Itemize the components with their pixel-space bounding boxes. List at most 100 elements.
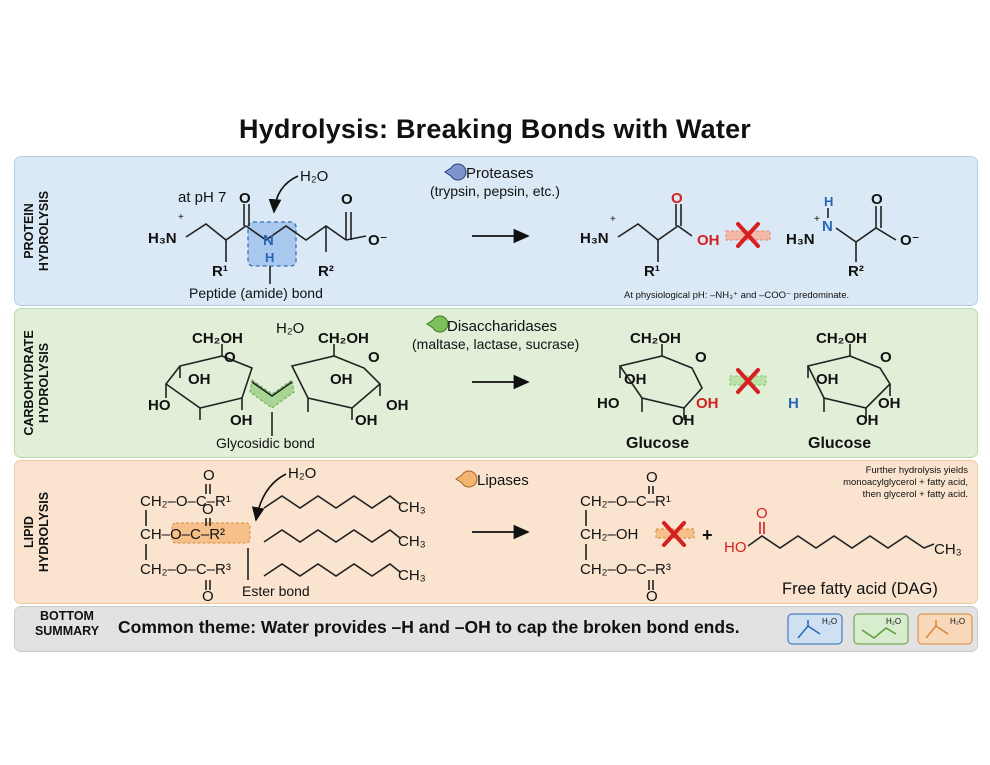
disaccharidase-enzyme: Disaccharidases (maltase, lactase, sucra…	[412, 315, 579, 352]
acid-oxygen: O	[871, 191, 883, 208]
hydroxyl-group: OH	[697, 232, 720, 249]
hydroxyl-group: OH	[878, 395, 901, 412]
ester-bond-label: Ester bond	[242, 583, 310, 599]
carb-summary-icon	[853, 613, 909, 645]
protein-reactant: + H₃N at pH 7 O N H O O⁻ R¹ R² Peptide (…	[148, 168, 388, 301]
disaccharidase-examples: (maltase, lactase, sucrase)	[412, 336, 579, 352]
hydroxyl-group: OH	[816, 371, 839, 388]
glycosidic-bond-label: Glycosidic bond	[216, 435, 315, 451]
glycerol-carbon-2: CH₂–OH	[580, 526, 638, 543]
physiological-ph-note: At physiological pH: –NH₃⁺ and –COO⁻ pre…	[624, 290, 849, 301]
amide-nitrogen: N	[263, 232, 274, 249]
plus-charge: +	[610, 214, 616, 225]
carboxylate-oxygen: O⁻	[900, 232, 920, 249]
ph-label: at pH 7	[178, 189, 226, 206]
peptide-bond-highlight	[247, 221, 297, 267]
ester-oxygen: O	[202, 501, 214, 518]
summary-icons: H₂O H₂O H₂O	[787, 613, 973, 645]
lipid-summary-icon	[917, 613, 973, 645]
lipase-label: Lipases	[477, 472, 529, 489]
carboxylate-oxygen: O⁻	[368, 232, 388, 249]
plus-charge: +	[178, 212, 184, 223]
amide-hydrogen: H	[265, 250, 274, 265]
summary-label: BOTTOM SUMMARY	[34, 609, 100, 638]
summary-water-label: H₂O	[822, 617, 837, 626]
disaccharidase-icon	[426, 315, 449, 333]
glycerol-carbon-2: CH–O–C–R²	[140, 526, 225, 543]
acid-hydroxyl: HO	[724, 539, 747, 556]
amine-nitrogen: N	[822, 218, 833, 235]
acid-oxygen: O	[341, 191, 353, 208]
amine-group: H₃N	[786, 231, 815, 248]
methyl-terminus: CH₃	[398, 567, 426, 584]
hydroxyl-group: OH	[230, 412, 253, 429]
note-line: then glycerol + fatty acid.	[863, 489, 968, 500]
carbonyl-oxygen: O	[671, 190, 683, 207]
cleaved-x-icon	[736, 368, 760, 394]
new-hydroxyl: OH	[696, 395, 719, 412]
hydroxyl-group: OH	[355, 412, 378, 429]
glucose-left-label: Glucose	[626, 435, 689, 452]
methyl-terminus: CH₃	[398, 499, 426, 516]
cleaved-x-icon	[662, 521, 686, 547]
protein-panel: PROTEIN HYDROLYSIS	[14, 156, 978, 306]
ring-oxygen: O	[224, 349, 236, 366]
protease-label: Proteases	[466, 165, 534, 182]
side-chain-r1: R¹	[212, 263, 228, 280]
ester-oxygen: O	[203, 467, 215, 484]
ch2oh-group: CH₂OH	[192, 330, 243, 347]
free-fatty-acid-product: O HO CH₃ Free fatty acid (DAG)	[724, 505, 962, 598]
hydroxyl-group: HO	[148, 397, 171, 414]
water-attack-arrow	[251, 473, 287, 522]
ring-oxygen: O	[695, 349, 707, 366]
ring-oxygen: O	[368, 349, 380, 366]
glucose-right-label: Glucose	[808, 435, 871, 452]
acid-oxygen: O	[756, 505, 768, 522]
ch2oh-group: CH₂OH	[318, 330, 369, 347]
amine-group: H₃N	[580, 230, 609, 247]
glycerol-carbon-3: CH₂–O–C–R³	[580, 561, 671, 578]
ester-oxygen: O	[202, 588, 214, 605]
glycerol-carbon-1: CH₂–O–C–R¹	[140, 493, 231, 510]
disaccharidase-label: Disaccharidases	[447, 318, 557, 335]
cleaved-x-icon	[736, 222, 760, 248]
ester-bond-highlight	[171, 522, 251, 544]
side-chain-r2: R²	[848, 263, 864, 280]
hydroxyl-group: OH	[330, 371, 353, 388]
summary-text: Common theme: Water provides –H and –OH …	[118, 617, 740, 637]
protease-enzyme: Proteases (trypsin, pepsin, etc.)	[430, 163, 560, 199]
new-hydrogen: H	[824, 194, 833, 209]
protein-water-label: H₂O	[300, 168, 328, 185]
glycerol-carbon-3: CH₂–O–C–R³	[140, 561, 231, 578]
protein-summary-icon	[787, 613, 843, 645]
carb-water-label: H₂O	[276, 320, 304, 337]
summary-water-label: H₂O	[950, 617, 965, 626]
page-title: Hydrolysis: Breaking Bonds with Water	[239, 114, 751, 144]
note-line: Further hydrolysis yields	[866, 465, 969, 476]
ch2oh-group: CH₂OH	[630, 330, 681, 347]
methyl-terminus: CH₃	[398, 533, 426, 550]
disaccharide-reactant: CH₂OH O OH HO OH CH₂OH O OH OH OH Glycos…	[148, 320, 409, 451]
ch2oh-group: CH₂OH	[816, 330, 867, 347]
triglyceride-reactant: CH₂–O–C–R¹ CH–O–C–R² CH₂–O–C–R³ O O O Es…	[140, 465, 426, 605]
diacylglycerol-product: O CH₂–O–C–R¹ CH₂–OH CH₂–O–C–R³ O +	[580, 469, 713, 605]
summary-water-label: H₂O	[886, 617, 901, 626]
ring-oxygen: O	[880, 349, 892, 366]
glycosidic-bond-highlight	[249, 379, 295, 409]
glucose-products: CH₂OH O OH HO OH OH Glucose CH₂OH O OH H…	[597, 330, 901, 452]
hydroxyl-group: OH	[856, 412, 879, 429]
protease-icon	[444, 163, 467, 181]
new-hydrogen: H	[788, 395, 799, 412]
hydroxyl-group: OH	[624, 371, 647, 388]
plus-charge: +	[814, 214, 820, 225]
lipase-icon	[455, 470, 478, 488]
lipid-water-label: H₂O	[288, 465, 316, 482]
ester-oxygen: O	[646, 588, 658, 605]
side-chain-r2: R²	[318, 263, 334, 280]
free-fatty-acid-label: Free fatty acid (DAG)	[782, 580, 938, 598]
peptide-bond-label: Peptide (amide) bond	[189, 285, 323, 301]
note-line: monoacylglycerol + fatty acid,	[843, 477, 968, 488]
